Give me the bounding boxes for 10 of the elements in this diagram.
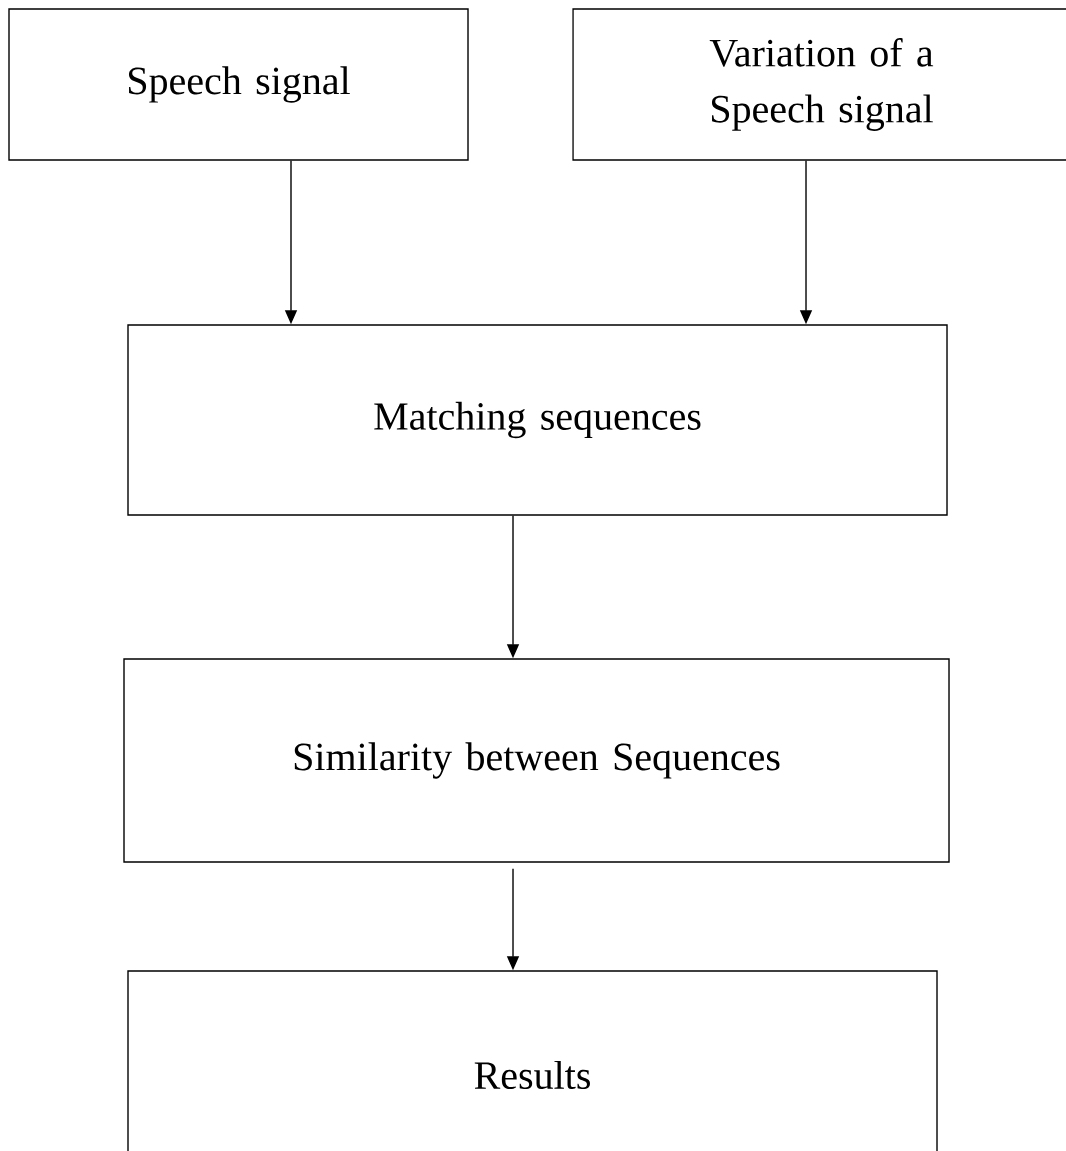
box-label: Results	[474, 1060, 590, 1090]
process-box	[127, 324, 948, 516]
box-label: Variation of a Speech signal	[709, 38, 934, 131]
process-box	[572, 8, 1066, 161]
process-box	[8, 8, 469, 161]
process-box	[123, 658, 950, 863]
process-box	[127, 970, 938, 1151]
box-label: Matching sequences	[374, 401, 701, 439]
box-label: Similarity between Sequences	[294, 742, 780, 779]
box-label: Speech signal	[128, 66, 350, 103]
